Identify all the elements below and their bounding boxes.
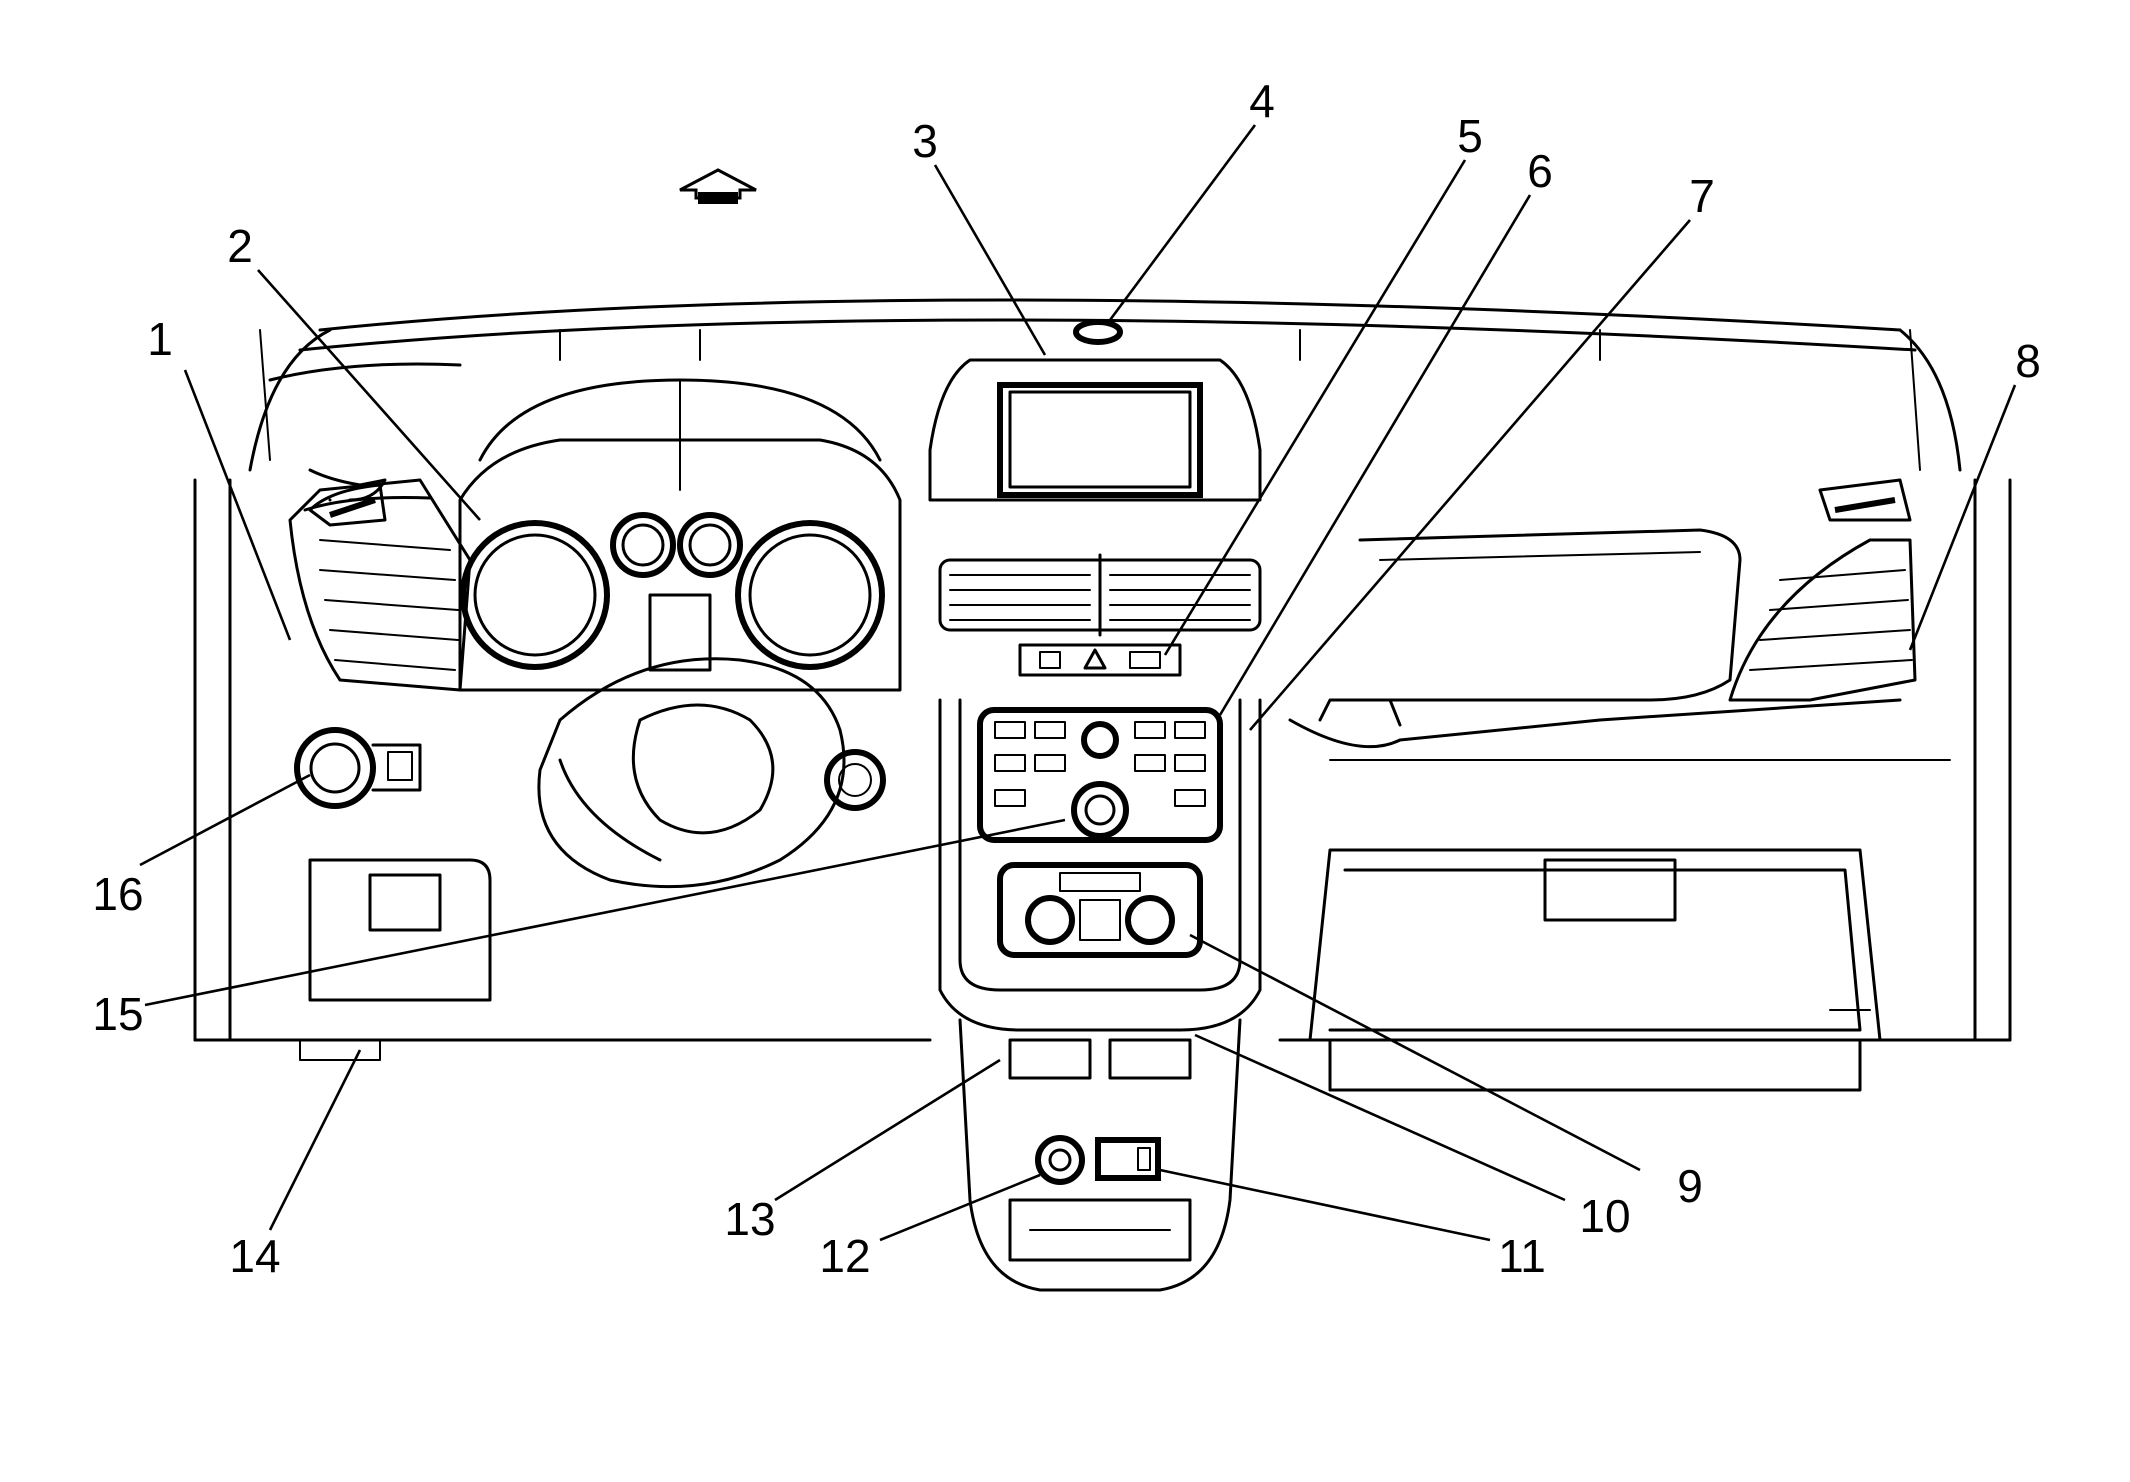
leader-2 — [257, 269, 481, 521]
left-side-vent — [308, 483, 387, 527]
center-air-vents — [938, 553, 1262, 637]
headlamp-switch — [294, 727, 422, 809]
callout-9: 9 — [1677, 1160, 1703, 1212]
center-console — [938, 698, 1262, 1292]
leader-14 — [268, 1049, 362, 1231]
right-trim — [1288, 698, 1951, 761]
callout-5: 5 — [1457, 110, 1483, 162]
instrument-cluster — [458, 378, 902, 692]
callout-8: 8 — [2015, 335, 2041, 387]
callout-6: 6 — [1527, 145, 1553, 197]
leader-3 — [933, 164, 1047, 356]
right-air-vent — [1728, 478, 1917, 702]
leader-10 — [1194, 1033, 1566, 1202]
callout-7: 7 — [1689, 170, 1715, 222]
callout-14: 14 — [229, 1230, 280, 1282]
callout-16: 16 — [92, 868, 143, 920]
callout-13: 13 — [724, 1193, 775, 1245]
leader-16 — [139, 773, 311, 867]
callout-2: 2 — [227, 220, 253, 272]
leader-lines — [139, 124, 2017, 1242]
knee-panel — [299, 858, 492, 1061]
leader-13 — [774, 1058, 1001, 1202]
leader-4 — [1108, 124, 1257, 321]
callout-10: 10 — [1579, 1190, 1630, 1242]
passenger-airbag-panel — [1348, 528, 1742, 702]
up-arrow-icon — [679, 168, 757, 204]
callout-3: 3 — [912, 115, 938, 167]
leader-8 — [1908, 384, 2017, 651]
radio-controls — [977, 707, 1223, 843]
instrument-panel-outline — [193, 298, 2012, 1042]
leader-6 — [1218, 194, 1532, 716]
leader-7 — [1249, 219, 1691, 731]
callout-1: 1 — [147, 313, 173, 365]
leader-12 — [879, 1173, 1041, 1242]
leader-11 — [1159, 1168, 1491, 1242]
leader-5 — [1163, 159, 1467, 656]
glovebox — [1308, 848, 1882, 1092]
steering-column — [537, 657, 886, 889]
callout-11: 11 — [1498, 1230, 1546, 1282]
climate-controls — [997, 862, 1203, 958]
callout-labels: 1 2 3 4 5 6 7 8 9 10 11 12 13 14 15 16 — [92, 75, 2040, 1282]
callout-4: 4 — [1249, 75, 1275, 127]
leader-1 — [183, 369, 292, 641]
center-display — [928, 319, 1262, 502]
hazard-switch-bank — [1018, 643, 1182, 677]
callout-15: 15 — [92, 988, 143, 1040]
callout-12: 12 — [819, 1230, 870, 1282]
leader-9 — [1189, 933, 1641, 1172]
leader-15 — [144, 818, 1066, 1007]
